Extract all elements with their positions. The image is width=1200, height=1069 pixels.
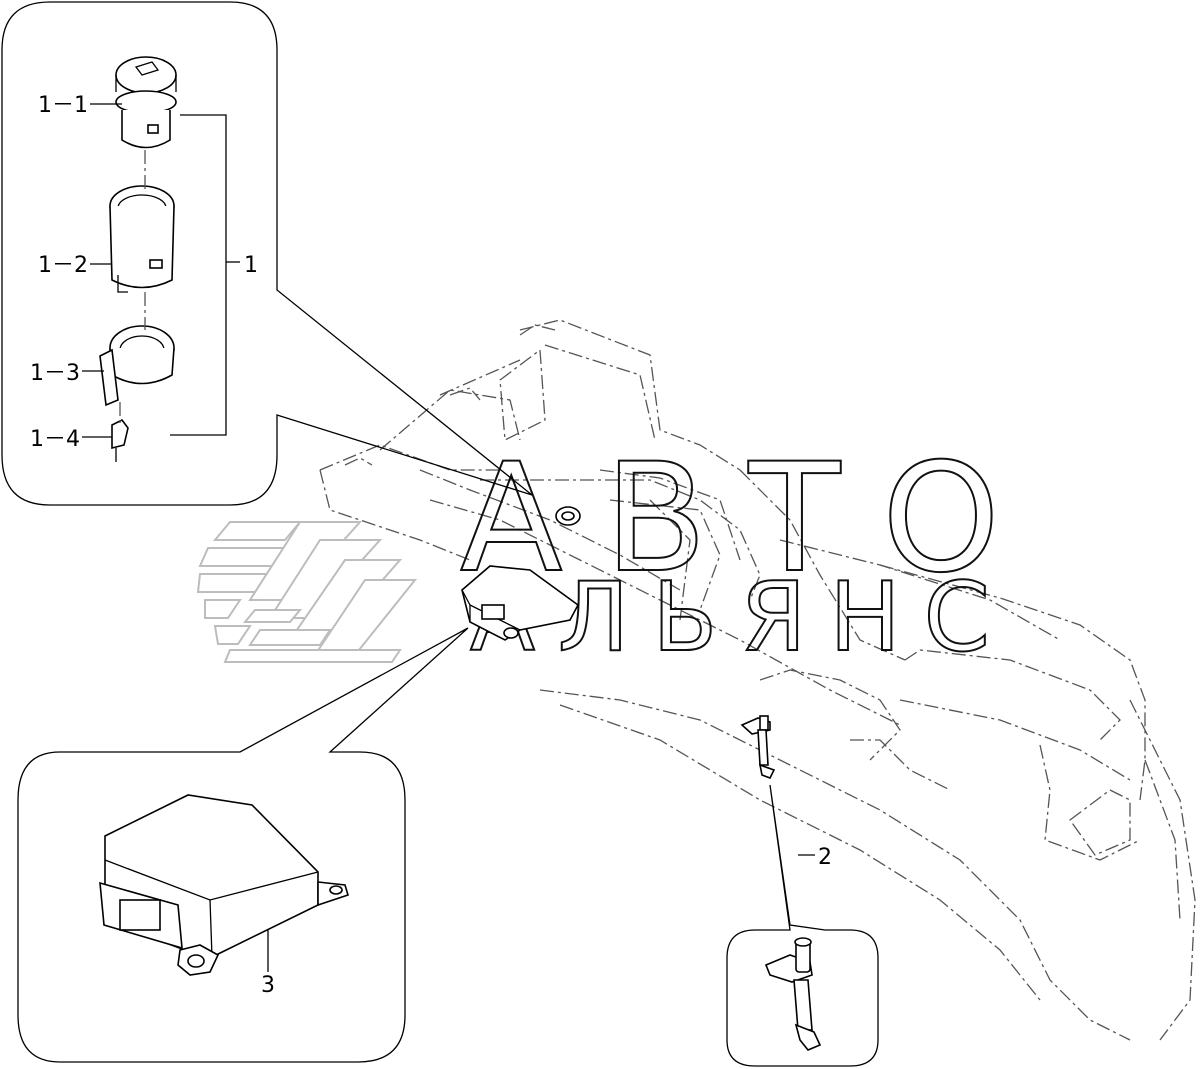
pin-part bbox=[764, 937, 822, 1051]
label-1-2: 1－2 bbox=[38, 253, 88, 278]
socket-retainer-part bbox=[99, 325, 175, 407]
label-1-4: 1－4 bbox=[30, 427, 80, 452]
airbag-control-unit-part bbox=[99, 794, 349, 976]
pin-installed bbox=[740, 715, 776, 780]
callout-box-1 bbox=[1, 1, 533, 506]
cigarette-lighter-cap-part bbox=[115, 56, 177, 149]
label-2: 2 bbox=[818, 845, 832, 870]
label-1-3: 1－3 bbox=[30, 361, 80, 386]
watermark-logo bbox=[196, 521, 418, 663]
assembly-axis bbox=[119, 150, 146, 425]
airbag-module-installed bbox=[461, 565, 580, 641]
center-console-phantom bbox=[319, 319, 1196, 1041]
socket-body-part bbox=[109, 185, 175, 293]
leader-lines bbox=[82, 103, 815, 972]
label-1-1: 1－1 bbox=[38, 93, 88, 118]
label-3: 3 bbox=[261, 973, 275, 998]
watermark-text: АВТО АЛЬЯНС bbox=[459, 431, 1001, 674]
clip-part bbox=[111, 418, 129, 462]
socket-installed bbox=[555, 506, 581, 526]
callout-box-2 bbox=[726, 784, 879, 1067]
group-bracket-1 bbox=[170, 114, 240, 436]
callout-box-3 bbox=[17, 627, 469, 1063]
part-labels: 1－1 1－2 1－3 1－4 1 2 3 bbox=[30, 93, 832, 998]
label-1: 1 bbox=[244, 253, 258, 278]
